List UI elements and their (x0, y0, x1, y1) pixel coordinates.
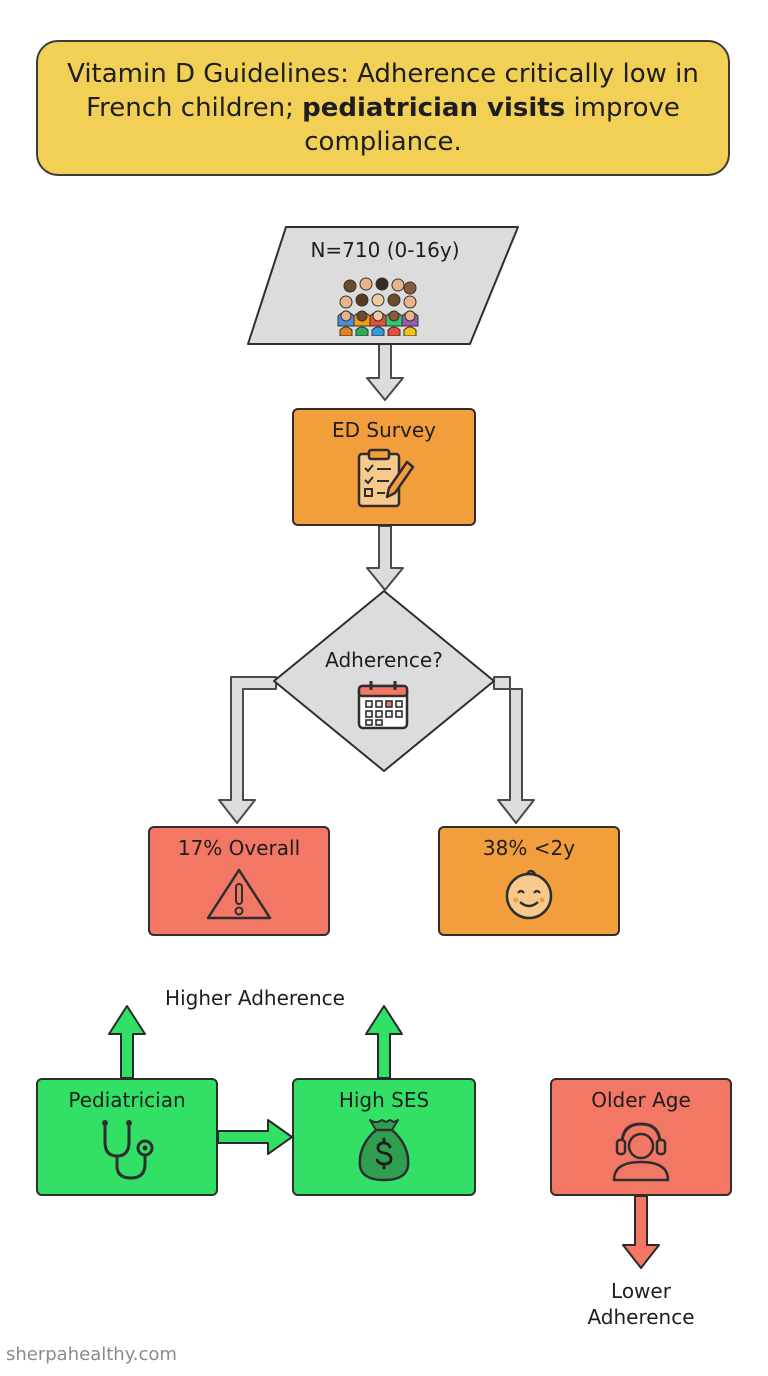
person-headset-icon (608, 1118, 674, 1187)
people-group-icon (336, 272, 420, 340)
high-ses-node: High SES (292, 1078, 476, 1196)
decision-shape (273, 590, 495, 772)
title-banner: Vitamin D Guidelines: Adherence critical… (36, 40, 730, 176)
arrow-survey-to-decision (366, 525, 404, 591)
arrow-pediatrician-to-highses (217, 1119, 293, 1155)
arrow-highses-higher (365, 1005, 403, 1079)
decision-label: Adherence? (325, 648, 443, 672)
older-age-label: Older Age (591, 1088, 691, 1112)
arrow-pediatrician-higher (108, 1005, 146, 1079)
title-text-end: improve compliance. (304, 93, 680, 157)
arrow-decision-to-overall (218, 676, 277, 824)
title-text-main: Vitamin D Guidelines: Adherence critical… (67, 59, 699, 123)
arrow-population-to-survey (366, 343, 404, 401)
under2-label: 38% <2y (482, 836, 576, 860)
lower-adherence-label: Lower Adherence (587, 1279, 695, 1329)
arrow-olderage-lower (622, 1195, 660, 1269)
under2-node: 38% <2y (438, 826, 620, 936)
baby-face-icon (497, 866, 561, 927)
overall-label: 17% Overall (177, 836, 301, 860)
survey-label: ED Survey (332, 418, 436, 442)
older-age-node: Older Age (550, 1078, 732, 1196)
title-text-bold: pediatrician visits (302, 93, 566, 123)
higher-adherence-label: Higher Adherence (165, 986, 345, 1010)
warning-triangle-icon (204, 866, 274, 927)
pediatrician-node: Pediatrician (36, 1078, 218, 1196)
population-label: N=710 (0-16y) (310, 238, 460, 262)
high-ses-label: High SES (338, 1088, 430, 1112)
title-text: Vitamin D Guidelines: Adherence critical… (62, 57, 704, 159)
pediatrician-label: Pediatrician (68, 1088, 186, 1112)
footer-website: sherpahealthy.com (6, 1344, 177, 1365)
money-bag-icon (354, 1118, 414, 1189)
stethoscope-icon (95, 1118, 159, 1189)
calendar-icon (356, 680, 412, 736)
clipboard-pencil-icon (351, 448, 417, 517)
arrow-decision-to-under2 (493, 676, 535, 824)
survey-node: ED Survey (292, 408, 476, 526)
overall-node: 17% Overall (148, 826, 330, 936)
